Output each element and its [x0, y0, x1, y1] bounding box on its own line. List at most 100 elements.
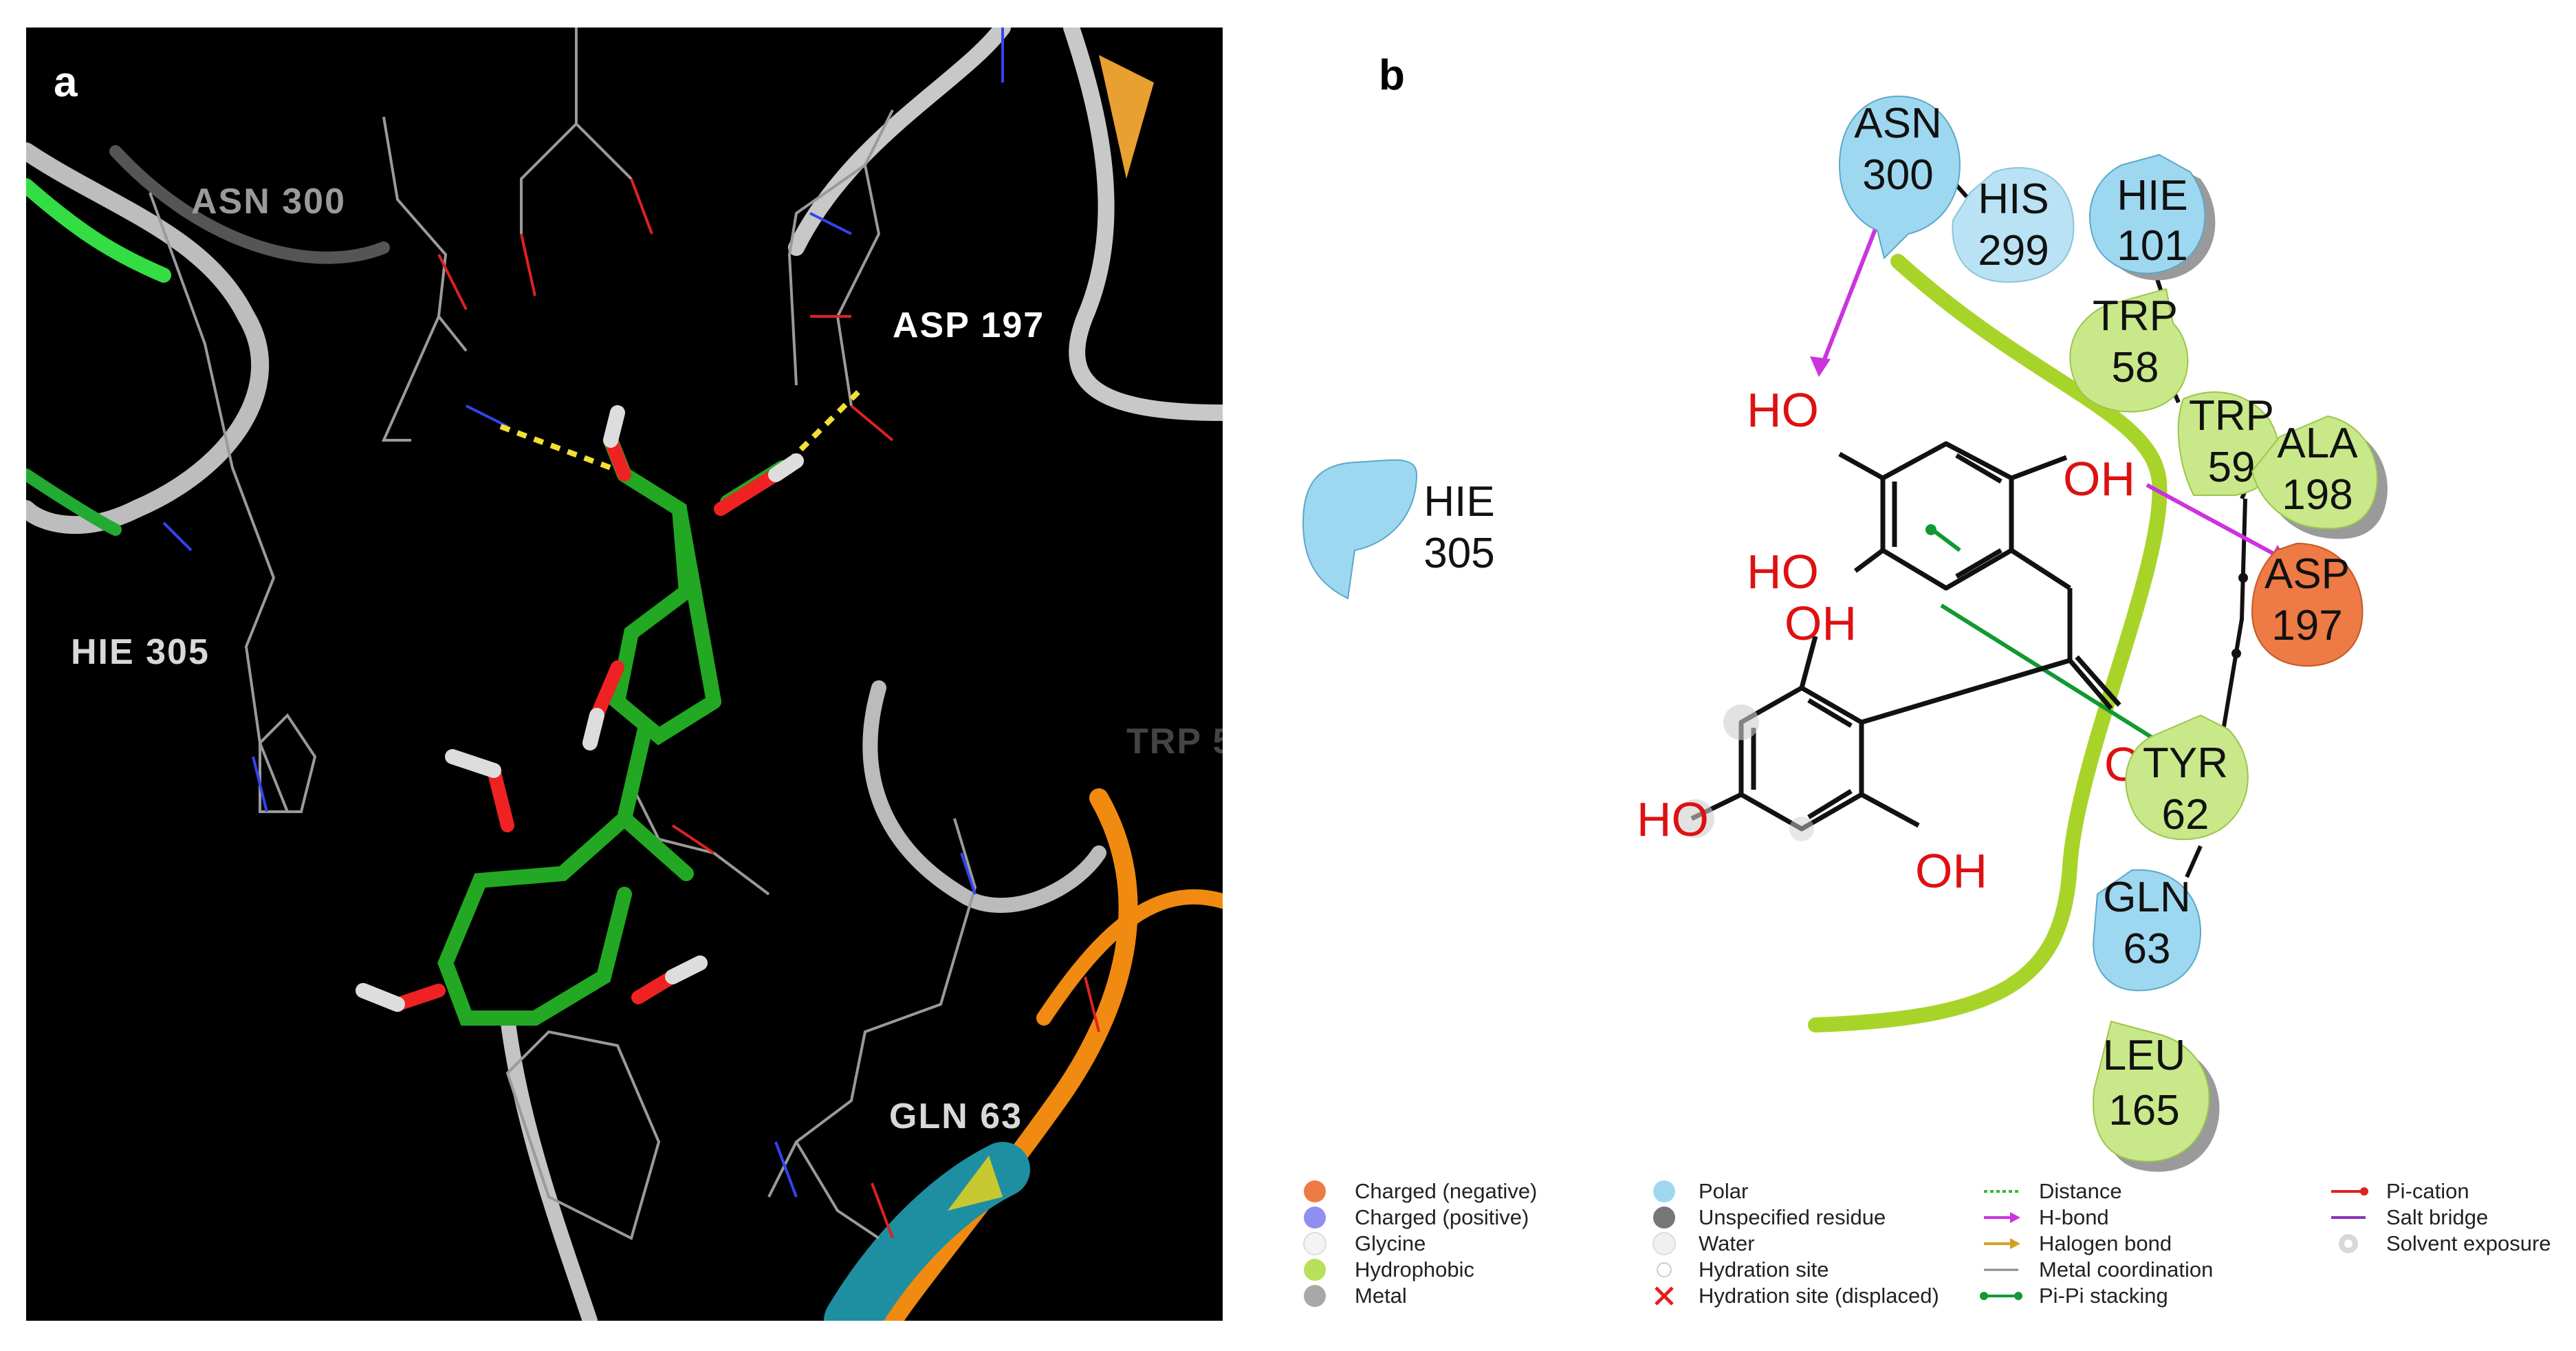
svg-text:101: 101 — [2117, 222, 2187, 270]
legend-swatch-unspecified — [1653, 1207, 1675, 1229]
hbond-asn300-ho — [1820, 205, 1886, 366]
svg-text:63: 63 — [2124, 925, 2171, 973]
ribbon-green-2 — [26, 468, 122, 536]
legend-halogen-bond: Halogen bond — [2039, 1231, 2172, 1255]
svg-text:165: 165 — [2108, 1087, 2179, 1134]
legend-hydration-site: Hydration site — [1699, 1257, 1829, 1282]
svg-text:LEU: LEU — [2103, 1032, 2186, 1079]
svg-text:ASN: ASN — [1854, 100, 1941, 147]
svg-text:HIE: HIE — [2117, 172, 2187, 219]
atom-oh-4: OH — [1784, 596, 1857, 650]
residue-tyr62: TYR 62 — [2125, 714, 2249, 841]
pipi-dot-ring — [1925, 524, 1936, 535]
svg-text:ASP: ASP — [2264, 550, 2350, 598]
legend-swatch-charged-neg — [1304, 1180, 1326, 1202]
panel-b-2d-diagram: b — [1279, 0, 2576, 1351]
ribbon-gln — [862, 680, 1106, 913]
legend-swatch-water — [1652, 1232, 1676, 1255]
ribbon-orange — [883, 788, 1138, 1321]
ligand-sticks — [437, 433, 790, 1026]
ribbon-yellow — [948, 1156, 1003, 1211]
legend-pipi-stacking: Pi-Pi stacking — [2039, 1284, 2168, 1308]
label-trp: TRP 5 — [1126, 722, 1223, 761]
residue-leu165: LEU 165 — [2093, 1020, 2220, 1172]
atom-oh-2: OH — [2063, 452, 2135, 506]
panel-a-3d-view: a ASN 300 ASP 197 HIE 305 GLN 63 TRP 5 — [26, 28, 1223, 1321]
panel-a-letter: a — [54, 58, 78, 106]
residue-hie101: HIE 101 — [2088, 153, 2216, 281]
pocket-outline — [1808, 254, 2168, 1033]
atom-ho-1: HO — [1747, 383, 1819, 437]
residue-asn300: ASN 300 — [1838, 95, 1961, 259]
label-gln63: GLN 63 — [889, 1096, 1023, 1136]
ribbon-right — [1063, 28, 1223, 421]
svg-text:197: 197 — [2271, 602, 2342, 649]
legend-hbond: H-bond — [2039, 1205, 2109, 1229]
legend: Charged (negative) Charged (positive) Gl… — [1303, 1179, 2551, 1308]
legend-solvent-exposure: Solvent exposure — [2386, 1231, 2551, 1255]
panel-b-letter: b — [1379, 52, 1405, 99]
ribbon-orange-2 — [1036, 889, 1223, 1026]
svg-text:59: 59 — [2208, 444, 2256, 491]
ribbon-orange-sheet — [1099, 55, 1154, 179]
legend-arrow-halogen — [2010, 1238, 2020, 1249]
legend-glycine: Glycine — [1355, 1231, 1426, 1255]
pipi-centroid-mark — [1931, 528, 1961, 552]
legend-pi-cation: Pi-cation — [2386, 1179, 2469, 1203]
atom-ho-3: HO — [1747, 545, 1819, 598]
legend-dot-pipi-a — [1980, 1292, 1988, 1300]
legend-dot-pication — [2360, 1187, 2368, 1196]
residue-ala198: ALA 198 — [2251, 415, 2388, 539]
label-asn300: ASN 300 — [191, 182, 346, 221]
legend-distance: Distance — [2039, 1179, 2122, 1203]
legend-charged-negative: Charged (negative) — [1355, 1179, 1537, 1203]
ligand-oxygens — [391, 433, 783, 1011]
legend-swatch-charged-pos — [1304, 1207, 1326, 1229]
svg-text:HIE: HIE — [1423, 478, 1494, 526]
legend-swatch-metal — [1304, 1285, 1326, 1307]
svg-text:58: 58 — [2112, 344, 2159, 391]
ribbon-top — [788, 28, 1011, 256]
pose-drawing: a ASN 300 ASP 197 HIE 305 GLN 63 TRP 5 — [26, 28, 1223, 1321]
legend-metal: Metal — [1355, 1284, 1407, 1308]
hbond-asn300 — [499, 424, 612, 471]
residue-trp58: TRP 58 — [2069, 288, 2189, 413]
wire-sticks — [149, 28, 977, 1240]
ribbon-dark — [109, 145, 390, 264]
interaction-diagram: b — [1302, 52, 2551, 1308]
legend-salt-bridge: Salt bridge — [2386, 1205, 2488, 1229]
wire-nitrogen — [162, 28, 1004, 1198]
legend-swatch-glycine — [1303, 1232, 1327, 1255]
legend-swatch-polar — [1653, 1180, 1675, 1202]
ribbon-bottom — [500, 1010, 598, 1321]
label-asp197: ASP 197 — [893, 305, 1045, 345]
wire-oxygen — [437, 178, 1100, 1239]
chain-dot-2 — [2231, 649, 2241, 658]
legend-hydrophobic: Hydrophobic — [1355, 1257, 1474, 1282]
residue-asp197: ASP 197 — [2251, 542, 2364, 667]
svg-text:TRP: TRP — [2189, 392, 2274, 440]
svg-text:TRP: TRP — [2093, 292, 2178, 340]
residue-gln63: GLN 63 — [2093, 869, 2202, 992]
solvent-exposure-3 — [1789, 817, 1814, 841]
svg-text:HIS: HIS — [1978, 175, 2049, 223]
svg-text:198: 198 — [2282, 471, 2353, 519]
residue-hie305: HIE 305 — [1302, 459, 1495, 600]
chain-dot-1 — [2238, 573, 2248, 583]
legend-water: Water — [1699, 1231, 1755, 1255]
legend-dot-pipi-b — [2014, 1292, 2022, 1300]
legend-swatch-solvent-inner — [2344, 1240, 2353, 1248]
svg-text:GLN: GLN — [2103, 874, 2190, 921]
ligand-structure — [1690, 441, 2121, 832]
atom-oh-6: OH — [1915, 844, 1987, 898]
legend-polar: Polar — [1699, 1179, 1748, 1203]
ribbon-green — [26, 178, 171, 283]
svg-text:299: 299 — [1978, 227, 2049, 274]
solvent-exposure-1 — [1723, 704, 1759, 740]
pipi-stacking-line — [1940, 603, 2168, 748]
ribbon-grey-left — [26, 142, 270, 534]
atom-ho-5: HO — [1637, 792, 1709, 846]
label-hie305: HIE 305 — [71, 632, 210, 672]
legend-unspecified-residue: Unspecified residue — [1699, 1205, 1886, 1229]
hbond-arrowhead-1 — [1810, 356, 1831, 377]
